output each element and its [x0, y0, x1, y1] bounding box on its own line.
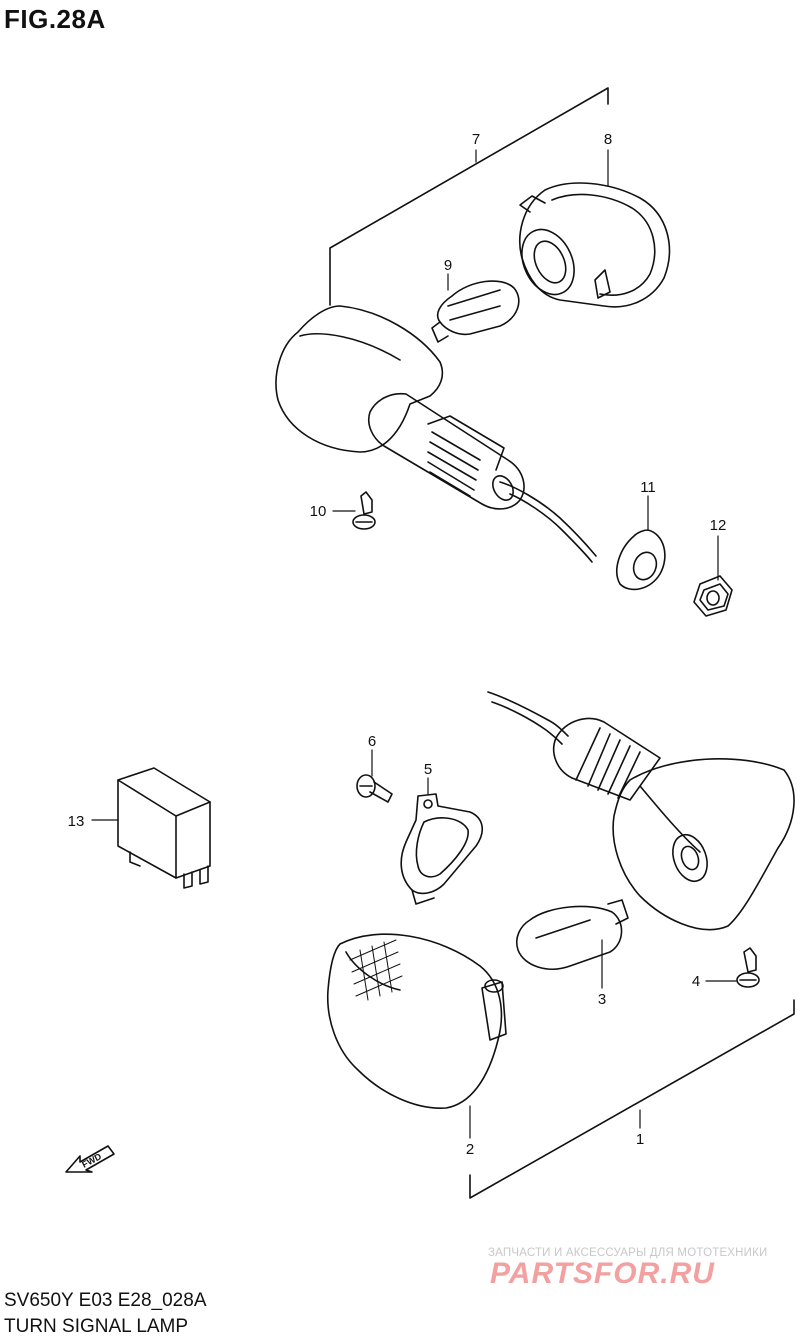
callout-6: 6	[368, 733, 376, 750]
part-9-bulb[interactable]	[431, 280, 520, 343]
callout-12: 12	[710, 517, 727, 534]
callout-3: 3	[598, 991, 606, 1008]
part-12-nut[interactable]	[693, 575, 733, 617]
bracket-1	[469, 999, 795, 1199]
callout-2: 2	[466, 1141, 474, 1158]
watermark-tagline: ЗАПЧАСТИ И АКСЕССУАРЫ ДЛЯ МОТОТЕХНИКИ	[488, 1247, 768, 1259]
part-1-housing[interactable]	[487, 691, 795, 931]
callout-10: 10	[310, 503, 327, 520]
callout-13: 13	[68, 813, 85, 830]
watermark-logo: PARTSFOR.RU	[490, 1257, 715, 1290]
part-13-relay[interactable]	[117, 767, 211, 889]
part-8-lens[interactable]	[512, 182, 671, 308]
part-4-screw[interactable]	[736, 947, 760, 988]
callout-5: 5	[424, 761, 432, 778]
callout-labels: 1 2 3 4 5 6 7 8 9 10 11 12 13	[68, 131, 727, 1158]
callout-1: 1	[636, 1131, 644, 1148]
part-11-washer[interactable]	[616, 529, 666, 591]
bracket-7	[329, 87, 609, 306]
callout-4: 4	[692, 973, 700, 990]
fwd-arrow-icon: FWD	[65, 1145, 115, 1173]
part-7-housing[interactable]	[275, 305, 597, 563]
figure-title: FIG.28A	[4, 4, 106, 34]
part-6-screw[interactable]	[356, 774, 393, 803]
callout-8: 8	[604, 131, 612, 148]
part-5-gasket[interactable]	[400, 793, 483, 905]
callout-11: 11	[640, 479, 656, 496]
figure-name: TURN SIGNAL LAMP	[4, 1316, 189, 1337]
callout-9: 9	[444, 257, 452, 274]
part-3-bulb[interactable]	[515, 899, 629, 970]
part-10-screw[interactable]	[352, 491, 376, 530]
callout-7: 7	[472, 131, 480, 148]
leader-lines	[91, 149, 737, 1139]
figure-code: SV650Y E03 E28_028A	[4, 1290, 207, 1311]
part-2-lens[interactable]	[326, 933, 507, 1109]
